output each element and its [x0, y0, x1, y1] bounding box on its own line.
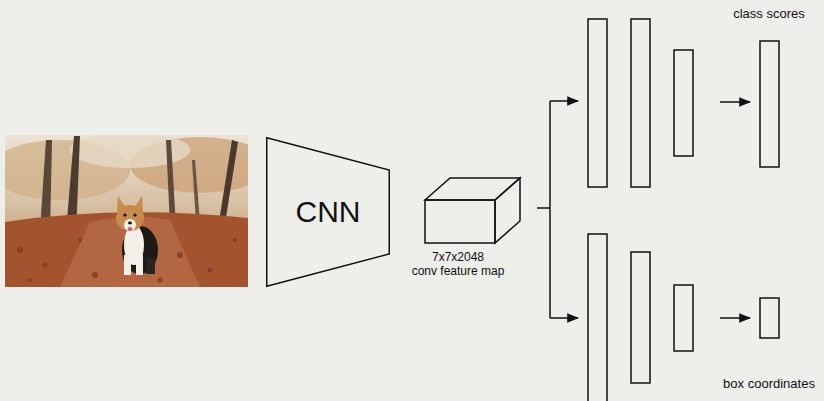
fc-layer	[631, 19, 650, 187]
branch-wire	[549, 101, 551, 318]
node-outline	[420, 175, 530, 247]
node-outline	[759, 297, 780, 339]
output-layer: box coordinates	[714, 296, 824, 396]
node-label: conv feature map	[383, 264, 533, 278]
fc-layers	[588, 19, 693, 401]
score-vector	[760, 41, 779, 167]
label-holder: CNN	[266, 194, 390, 230]
label-holder: 7x7x2048conv feature map	[383, 250, 533, 279]
dog-photo	[5, 135, 248, 287]
leaf-path	[60, 216, 200, 287]
node-label: box coordinates	[714, 376, 824, 392]
fc-layer	[674, 285, 693, 351]
output-arrow	[720, 317, 750, 319]
node-label: CNN	[266, 194, 390, 230]
feature-map: 7x7x2048conv feature map	[420, 175, 530, 285]
fc-layer	[631, 252, 650, 383]
fc-layer	[588, 234, 607, 401]
tree-trunk	[192, 160, 200, 222]
cube-front	[425, 200, 495, 243]
node-label: class scores	[714, 6, 824, 22]
fc-layer	[588, 19, 607, 187]
feature-cube	[425, 178, 520, 243]
cube-side	[495, 178, 520, 243]
branch-wire	[537, 207, 550, 209]
output-layer: class scores	[714, 2, 824, 168]
node-label: 7x7x2048	[383, 250, 533, 264]
branch-arrow	[550, 100, 578, 102]
corgi-dog	[116, 196, 158, 275]
label-holder: class scores	[714, 6, 824, 22]
cube-top	[425, 178, 520, 200]
box-vector	[760, 298, 779, 338]
cnn-block: CNN	[266, 137, 390, 287]
cnn-trapezoid	[267, 138, 390, 287]
output-arrow	[720, 101, 750, 103]
node-outline	[759, 40, 780, 168]
branch-lines	[537, 101, 750, 318]
label-holder: box coordinates	[714, 376, 824, 392]
fc-layer	[674, 50, 693, 156]
leaf-ground	[5, 212, 248, 287]
branch-arrow	[550, 317, 578, 319]
